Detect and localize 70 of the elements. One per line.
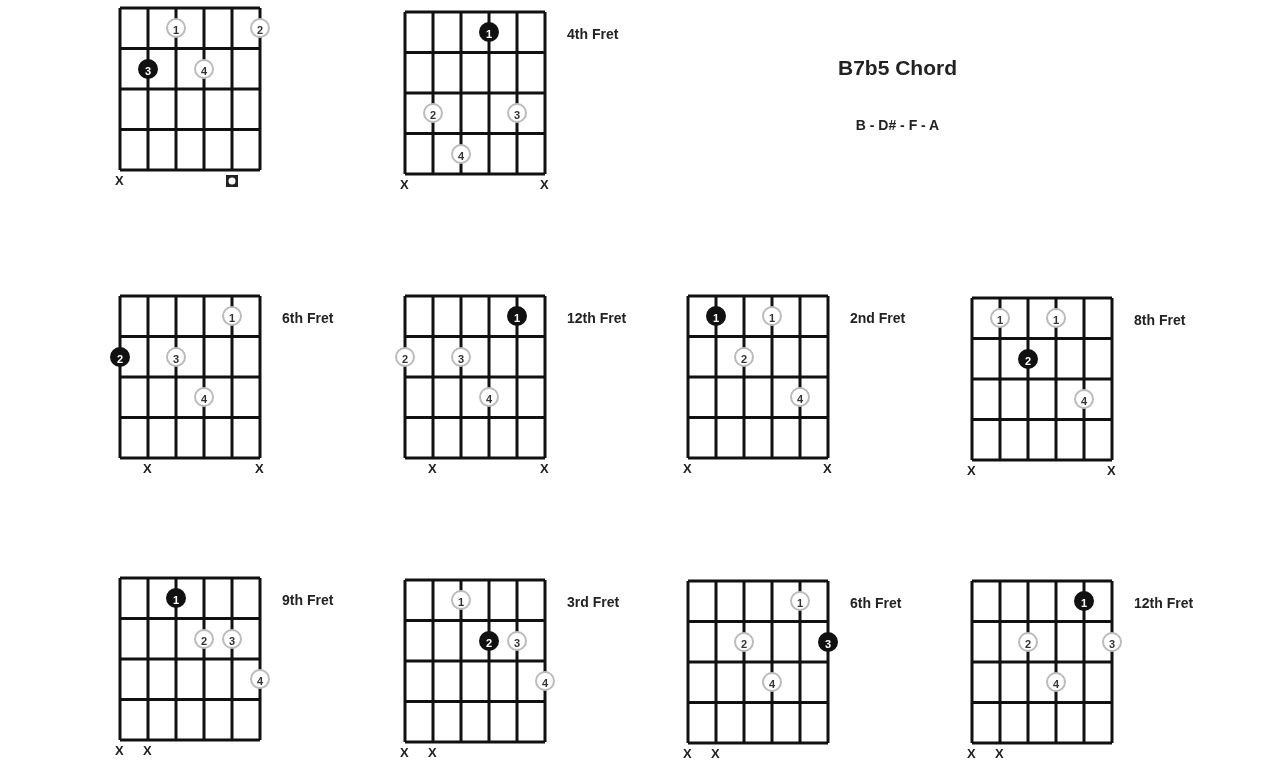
finger-dot: 3 bbox=[818, 631, 838, 652]
finger-dot: 1 bbox=[790, 591, 810, 612]
chord-notes: B - D# - F - A bbox=[854, 117, 941, 133]
fret-label: 6th Fret bbox=[282, 310, 334, 326]
finger-dot: 1 bbox=[706, 306, 726, 327]
finger-dot: 2 bbox=[194, 628, 214, 649]
finger-dot: 1 bbox=[166, 18, 186, 39]
fret-label: 2nd Fret bbox=[850, 310, 906, 326]
finger-dot: 2 bbox=[1018, 348, 1038, 369]
fret-label: 9th Fret bbox=[282, 592, 334, 608]
finger-dot: 2 bbox=[734, 346, 754, 367]
finger-dot: 1 bbox=[507, 306, 527, 327]
muted-string-mark: X bbox=[967, 746, 976, 760]
muted-string-mark: X bbox=[255, 461, 264, 476]
finger-dot: 1 bbox=[762, 306, 782, 327]
finger-dot: 2 bbox=[1018, 631, 1038, 652]
fret-label: 8th Fret bbox=[1134, 312, 1186, 328]
chord-title: B7b5 Chord bbox=[837, 56, 958, 80]
finger-dot: 2 bbox=[734, 631, 754, 652]
muted-string-mark: X bbox=[400, 745, 409, 760]
finger-dot: 2 bbox=[110, 346, 130, 367]
finger-dot: 3 bbox=[166, 346, 186, 367]
finger-dot: 3 bbox=[507, 103, 527, 124]
finger-dot: 4 bbox=[790, 387, 810, 408]
fret-label: 12th Fret bbox=[567, 310, 627, 326]
muted-string-mark: X bbox=[400, 177, 409, 192]
finger-dot: 2 bbox=[479, 630, 499, 651]
muted-string-mark: X bbox=[115, 173, 124, 188]
muted-string-mark: X bbox=[540, 177, 549, 192]
muted-string-mark: X bbox=[143, 743, 152, 758]
muted-string-mark: X bbox=[1107, 463, 1116, 478]
muted-string-mark: X bbox=[683, 746, 692, 760]
finger-dot: 4 bbox=[194, 58, 214, 79]
fret-label: 4th Fret bbox=[567, 26, 619, 42]
finger-dot: 3 bbox=[222, 628, 242, 649]
finger-dot: 3 bbox=[451, 346, 471, 367]
finger-dot: 4 bbox=[535, 671, 555, 692]
finger-dot: 1 bbox=[479, 22, 499, 43]
finger-dot: 1 bbox=[1074, 591, 1094, 612]
muted-string-mark: X bbox=[540, 461, 549, 476]
finger-dot: 4 bbox=[451, 143, 471, 164]
muted-string-mark: X bbox=[143, 461, 152, 476]
muted-string-mark: X bbox=[711, 746, 720, 760]
muted-string-mark: X bbox=[115, 743, 124, 758]
finger-dot: 4 bbox=[1074, 389, 1094, 410]
fret-label: 12th Fret bbox=[1134, 595, 1194, 611]
fret-label: 6th Fret bbox=[850, 595, 902, 611]
finger-dot: 1 bbox=[451, 590, 471, 611]
finger-dot: 2 bbox=[423, 103, 443, 124]
muted-string-mark: X bbox=[967, 463, 976, 478]
finger-dot: 3 bbox=[1102, 631, 1122, 652]
muted-string-mark: X bbox=[995, 746, 1004, 760]
finger-dot: 4 bbox=[1046, 672, 1066, 693]
muted-string-mark: X bbox=[683, 461, 692, 476]
finger-dot: 4 bbox=[762, 672, 782, 693]
muted-string-mark: X bbox=[823, 461, 832, 476]
muted-string-mark: X bbox=[428, 461, 437, 476]
finger-dot: 3 bbox=[138, 58, 158, 79]
finger-dot: 1 bbox=[1046, 308, 1066, 329]
finger-dot: 4 bbox=[250, 669, 270, 690]
finger-dot: 1 bbox=[990, 308, 1010, 329]
finger-dot: 4 bbox=[479, 387, 499, 408]
fret-label: 3rd Fret bbox=[567, 594, 620, 610]
finger-dot: 3 bbox=[507, 630, 527, 651]
muted-string-mark: X bbox=[428, 745, 437, 760]
finger-dot: 2 bbox=[395, 346, 415, 367]
finger-dot: 2 bbox=[250, 18, 270, 39]
finger-dot: 1 bbox=[166, 588, 186, 609]
finger-dot: 4 bbox=[194, 387, 214, 408]
finger-dot: 1 bbox=[222, 306, 242, 327]
